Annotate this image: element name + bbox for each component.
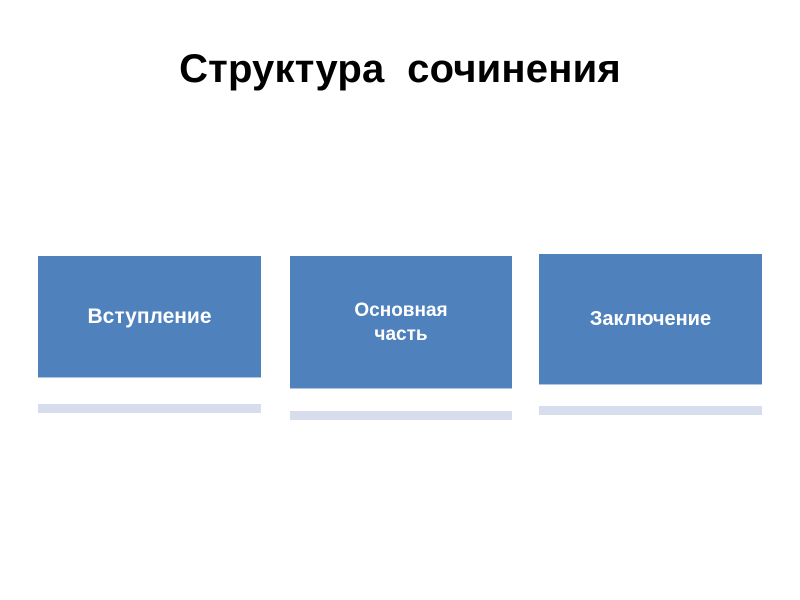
diagram-node-label: Заключение bbox=[589, 308, 712, 331]
diagram-node-introduction[interactable]: Вступление bbox=[38, 256, 261, 378]
diagram-node-main-part[interactable]: Основная часть bbox=[290, 256, 512, 389]
diagram-node-label: Вступление bbox=[87, 305, 212, 329]
diagram-node-shadow-main-part bbox=[290, 411, 512, 420]
diagram-node-conclusion[interactable]: Заключение bbox=[539, 254, 762, 385]
page-title: Структура сочинения bbox=[179, 47, 621, 91]
diagram-node-shadow-introduction bbox=[38, 404, 261, 413]
diagram-node-shadow-conclusion bbox=[539, 406, 762, 415]
diagram-node-label: Основная часть bbox=[354, 300, 448, 345]
